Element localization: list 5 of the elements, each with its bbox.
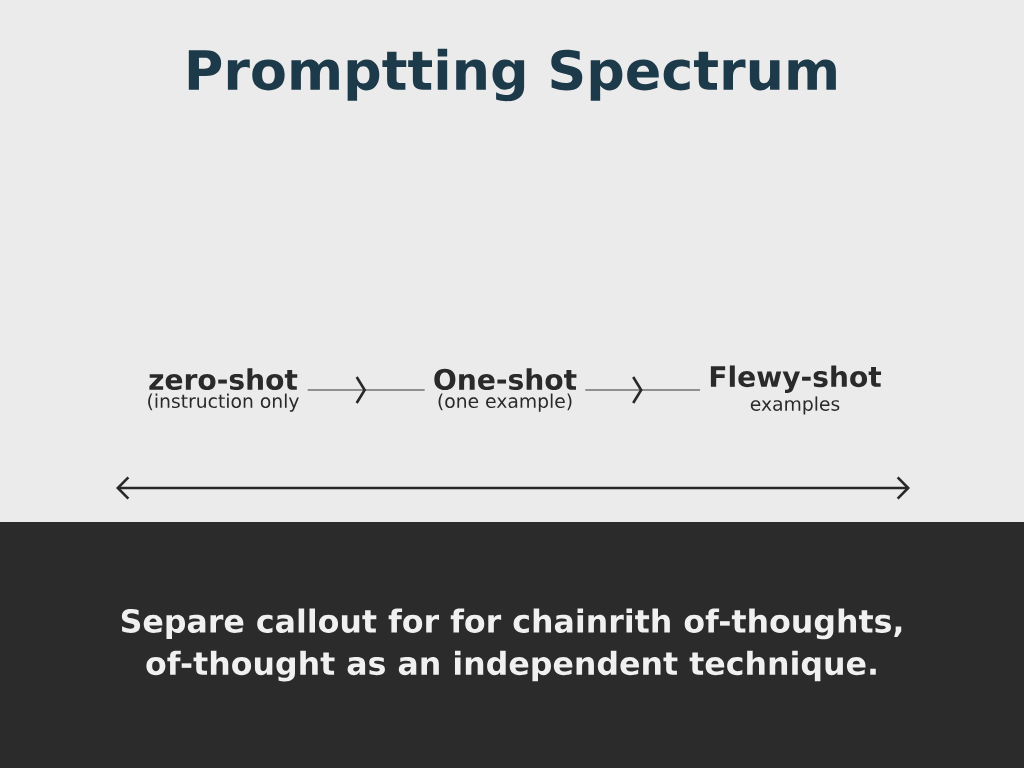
stage-label: One-shot (one example) [434, 368, 577, 412]
callout-band: Separe callout for for chainrith of-thoughts, of-thought as an independent technique. [0, 522, 1024, 768]
stage-label: Flewy-shot examples [710, 365, 882, 415]
title: Promptting Spectrum [188, 48, 836, 102]
stage-label: zero-shot (instruction only [148, 368, 299, 412]
